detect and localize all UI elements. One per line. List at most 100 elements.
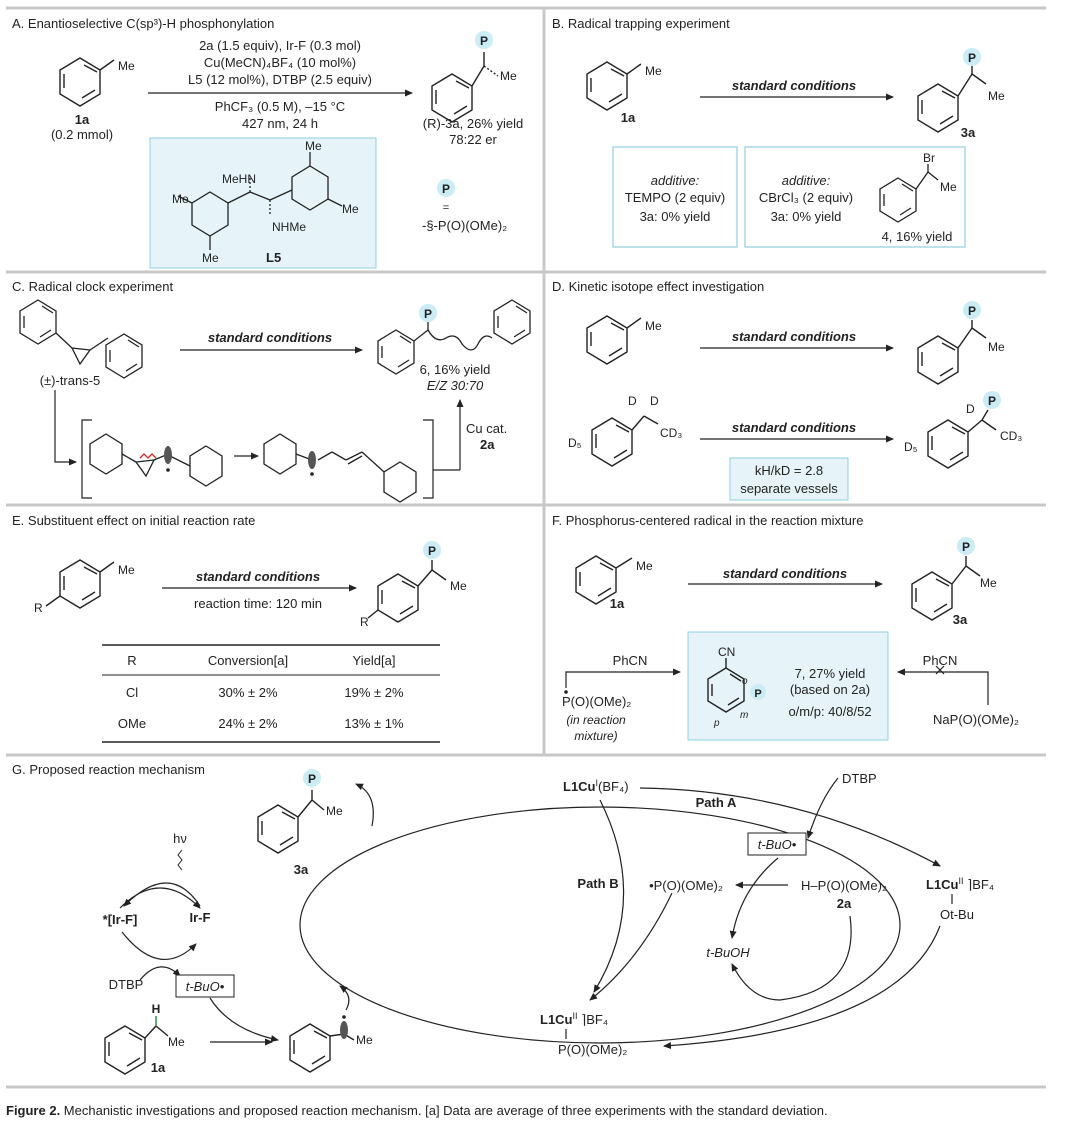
arrow-label: standard conditions	[723, 566, 847, 581]
svg-text:D₅: D₅	[568, 436, 582, 450]
svg-text:Me: Me	[342, 202, 359, 216]
arrow-label-1: standard conditions	[732, 329, 856, 344]
p-badge-icon: P	[963, 301, 981, 319]
svg-text:p: p	[713, 718, 720, 729]
arrow-label-2: standard conditions	[732, 420, 856, 435]
svg-text:P: P	[442, 182, 450, 196]
svg-text:Me: Me	[356, 1033, 373, 1047]
svg-text:P: P	[968, 51, 976, 65]
p-badge-icon: P	[423, 541, 441, 559]
dtbp-left: DTBP	[109, 977, 144, 992]
svg-text:CD₃: CD₃	[660, 426, 682, 440]
cu2-p-complex: L1CuII ⌉BF₄	[540, 1011, 608, 1027]
side-arrow-1: Cu cat.	[466, 421, 507, 436]
cu2-p-ligand: P(O)(OMe)₂	[558, 1042, 627, 1057]
ligand-label: L5	[266, 250, 281, 265]
panel-c-title: C. Radical clock experiment	[12, 279, 174, 294]
ligand-box	[149, 137, 377, 269]
svg-text:P: P	[968, 304, 976, 318]
p-radical: •P(O)(OMe)₂	[649, 878, 723, 893]
ir-ground: Ir-F	[190, 910, 211, 925]
table-cell: 13% ± 1%	[344, 716, 404, 731]
p-badge-icon: P	[963, 48, 981, 66]
p-badge-icon: P	[750, 684, 766, 700]
p-definition: -§-P(O)(OMe)₂	[422, 218, 507, 233]
panel-frames	[6, 6, 1046, 1089]
svg-text:H: H	[152, 1002, 161, 1016]
h-phosphonate: H–P(O)(OMe)₂	[801, 878, 887, 893]
svg-text:Me: Me	[988, 340, 1005, 354]
reagents-line-2: Cu(MeCN)₄BF₄ (10 mol%)	[204, 55, 356, 70]
figure-caption: Figure 2. Mechanistic investigations and…	[6, 1102, 1066, 1119]
product7-line2: (based on 2a)	[790, 682, 870, 697]
box2-line2: CBrCl₃ (2 equiv)	[759, 190, 853, 205]
svg-text:Me: Me	[172, 192, 189, 206]
product-ez: E/Z 30:70	[427, 378, 484, 393]
product7-box	[687, 631, 889, 741]
p-badge-icon: P	[475, 31, 493, 49]
substrate-label: 1a	[621, 110, 636, 125]
svg-text:P: P	[308, 772, 316, 786]
panel-e: Me R standard conditions reaction time: …	[34, 541, 467, 743]
figure-canvas: A. Enantioselective C(sp³)-H phosphonyla…	[6, 6, 1046, 1089]
ethylbenzene-structure	[59, 57, 115, 107]
left-reagent: PhCN	[613, 653, 648, 668]
svg-text:o: o	[742, 676, 748, 687]
product-label: 3a	[294, 862, 309, 877]
svg-text:Me: Me	[980, 576, 997, 590]
table-header-yield: Yield[a]	[353, 653, 396, 668]
svg-text:Me: Me	[305, 139, 322, 153]
svg-text:D: D	[628, 394, 637, 408]
svg-text:Me: Me	[500, 69, 517, 83]
table-cell: Cl	[126, 685, 138, 700]
conditions-line-2: 427 nm, 24 h	[242, 116, 318, 131]
caption-label: Figure 2.	[6, 1103, 61, 1118]
p-badge-icon: P	[419, 304, 437, 322]
svg-text:D: D	[966, 402, 975, 416]
svg-text:Me: Me	[988, 89, 1005, 103]
table-cell: 24% ± 2%	[218, 716, 278, 731]
svg-text:Me: Me	[645, 64, 662, 78]
substrate-label: 1a	[75, 112, 90, 127]
svg-text:CD₃: CD₃	[1000, 429, 1022, 443]
ligand-nhme-top: MeHN	[222, 172, 256, 186]
svg-text:Me: Me	[168, 1035, 185, 1049]
panel-g-title: G. Proposed reaction mechanism	[12, 762, 205, 777]
product-er: 78:22 er	[449, 132, 497, 147]
cu1-complex: L1CuI(BF₄)	[563, 778, 629, 794]
kie-note: separate vessels	[740, 481, 838, 496]
svg-text:Br: Br	[923, 151, 935, 165]
tempo-box	[612, 146, 738, 248]
panel-b: Me 1a standard conditions Me P 3a additi…	[586, 48, 1005, 248]
panel-d-title: D. Kinetic isotope effect investigation	[552, 279, 764, 294]
table-cell: OMe	[118, 716, 146, 731]
svg-text:P: P	[424, 307, 432, 321]
svg-text:CN: CN	[718, 645, 735, 659]
product7-line1: 7, 27% yield	[795, 666, 866, 681]
kie-box	[729, 457, 849, 501]
arrow-label: standard conditions	[732, 78, 856, 93]
arrow-label: standard conditions	[196, 569, 320, 584]
salt: NaP(O)(OMe)₂	[933, 712, 1019, 727]
panel-e-title: E. Substituent effect on initial reactio…	[12, 513, 255, 528]
svg-text:P: P	[988, 394, 996, 408]
table-header-r: R	[127, 653, 136, 668]
box1-line1: additive:	[651, 173, 700, 188]
p-radical: P(O)(OMe)₂	[562, 694, 631, 709]
substrate-amount: (0.2 mmol)	[51, 127, 113, 142]
svg-text:Me: Me	[326, 804, 343, 818]
reaction-time: reaction time: 120 min	[194, 596, 322, 611]
caption-text: Mechanistic investigations and proposed …	[60, 1103, 828, 1118]
p-badge-icon: P	[303, 769, 321, 787]
p-badge-icon: P	[437, 179, 455, 197]
product-label: 3a	[953, 612, 968, 627]
kie-value: kH/kD = 2.8	[755, 463, 823, 478]
hv-label: hν	[173, 831, 187, 846]
cu2-otbu: Ot-Bu	[940, 907, 974, 922]
panel-c: (±)-trans-5 standard conditions P 6, 16%…	[19, 299, 531, 503]
svg-text:Me: Me	[202, 251, 219, 265]
reagents-line-1: 2a (1.5 equiv), Ir-F (0.3 mol)	[199, 38, 361, 53]
svg-text:Me: Me	[118, 563, 135, 577]
svg-text:m: m	[740, 710, 748, 721]
substrate-label: 1a	[151, 1060, 166, 1075]
